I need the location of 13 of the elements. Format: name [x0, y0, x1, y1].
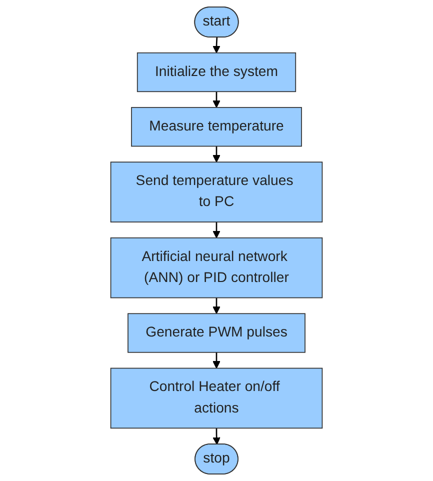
arrow [212, 37, 220, 54]
arrow [212, 222, 220, 238]
node-box: Artificial neural network (ANN) or PID controller [110, 237, 323, 298]
node-box: Measure temperature [131, 107, 302, 147]
arrow [212, 92, 220, 108]
arrow [212, 146, 220, 162]
node-box: Generate PWM pulses [128, 313, 306, 353]
arrow [212, 298, 220, 314]
node-box: Initialize the system [136, 52, 296, 92]
arrow [212, 428, 220, 445]
node-box: Control Heater on/off actions [110, 368, 323, 429]
arrow [212, 352, 220, 369]
node-box: Send temperature values to PC [110, 162, 323, 222]
